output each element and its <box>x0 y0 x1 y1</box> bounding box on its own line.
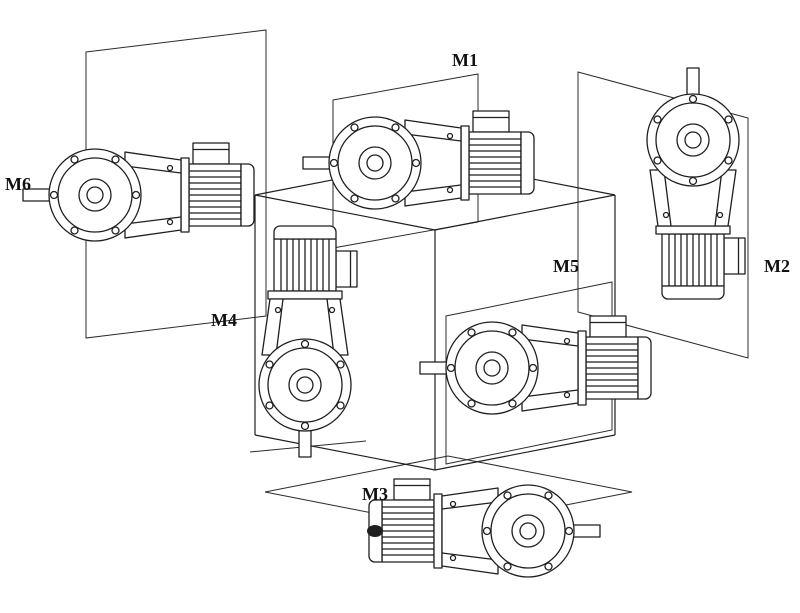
position-labels: M1 M2 M3 M4 M5 M6 <box>5 50 790 504</box>
mounting-plane-m6 <box>85 29 267 339</box>
label-m6: M6 <box>5 174 31 194</box>
gearmotors <box>22 67 746 578</box>
gearmotor-m2-drawing <box>646 67 746 300</box>
gearmotor-m1-drawing <box>302 110 535 210</box>
gearmotor-m6-drawing <box>22 142 255 242</box>
gearmotor-m3-drawing <box>368 478 601 578</box>
label-m5: M5 <box>553 256 579 276</box>
mounting-planes <box>85 29 749 529</box>
cube-bottom-edges <box>254 434 616 471</box>
mounting-plane-m5 <box>445 281 613 465</box>
fan-hub-dot-m3 <box>367 525 383 537</box>
gearmotor-m5-drawing <box>419 315 652 415</box>
gearmotor-m4-drawing <box>258 225 358 458</box>
label-m1: M1 <box>452 50 478 70</box>
label-m3: M3 <box>362 484 388 504</box>
label-m2: M2 <box>764 256 790 276</box>
label-m4: M4 <box>211 310 237 330</box>
